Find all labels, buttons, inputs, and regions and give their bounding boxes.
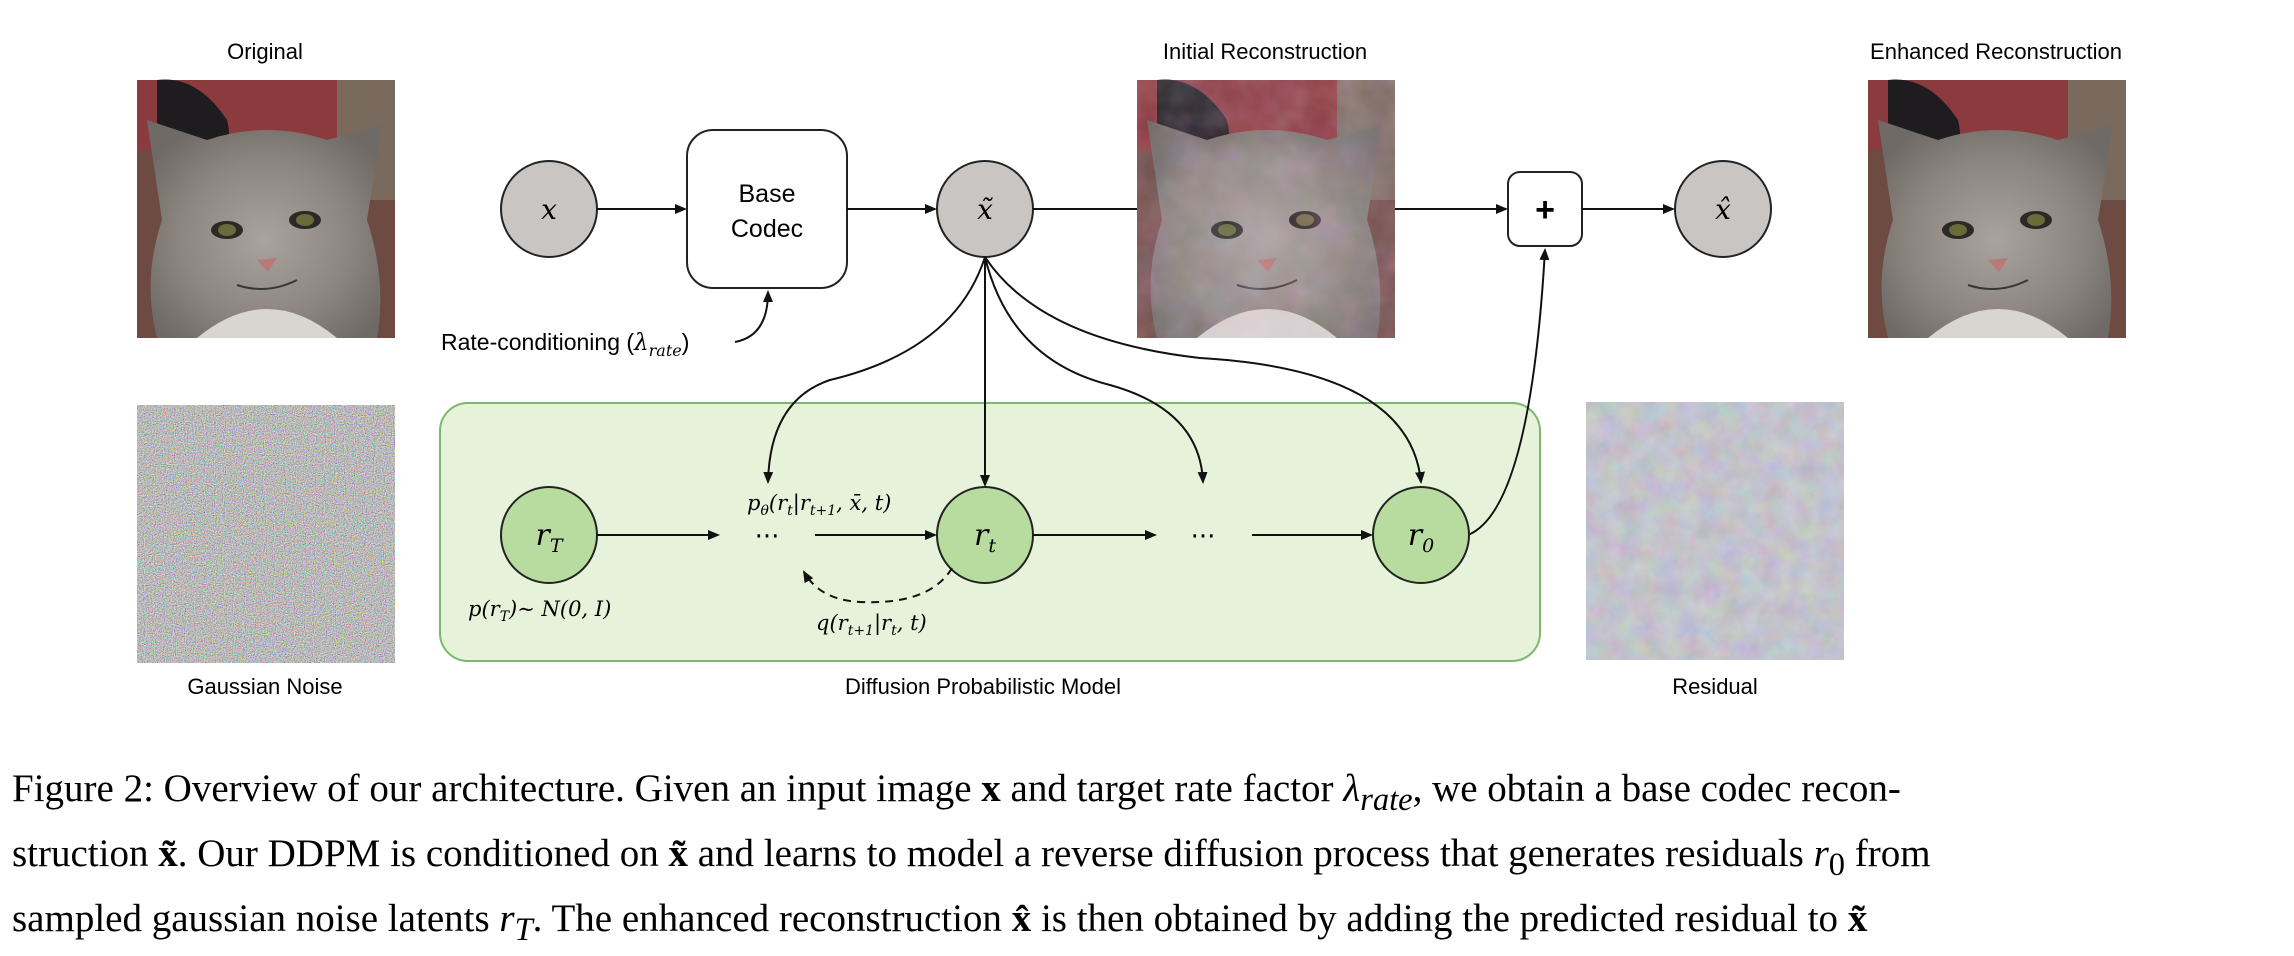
caption-line-3: sampled gaussian noise latents rT. The e… (12, 896, 1868, 948)
q-annotation: q(rt+1|rt, t) (816, 611, 927, 639)
arrow-x-tilde-to-r0 (984, 256, 1425, 484)
arrow-x-tilde-to-ellipsis1 (763, 256, 986, 484)
arrow-r0-to-plus (1467, 248, 1550, 536)
node-r-T-label: rT (535, 518, 563, 557)
node-r-t-label: rt (974, 518, 996, 557)
label-gaussian-noise: Gaussian Noise (187, 674, 342, 699)
figure-caption: Figure 2: Overview of our architecture. … (12, 762, 2282, 956)
architecture-diagram: Original Initial Reconstruction Enhanced… (136, 39, 2127, 699)
label-diffusion-model: Diffusion Probabilistic Model (845, 674, 1121, 699)
label-initial-reconstruction: Initial Reconstruction (1163, 39, 1367, 64)
p-theta-annotation: pθ(rt|rt+1, x̄, t) (747, 491, 891, 519)
ellipsis-1: ··· (755, 522, 780, 552)
prior-annotation: p(rT)∼ N(0, I) (468, 597, 611, 625)
initial-reconstruction-image (1136, 78, 1396, 339)
node-x-hat-label: x̂ (1715, 193, 1731, 226)
node-x-label: x (541, 193, 557, 226)
arrow-x-tilde-to-ellipsis2 (984, 256, 1208, 484)
arrow-rate-to-codec (734, 290, 773, 343)
base-codec-line1: Base (739, 180, 796, 208)
node-x-tilde-label: x̃ (977, 193, 993, 226)
plus-label: + (1535, 191, 1555, 229)
arrow-forward-diffusion-dashed (803, 567, 953, 604)
base-codec-line2: Codec (731, 215, 803, 243)
enhanced-reconstruction-image (1867, 78, 2127, 339)
residual-image (1586, 402, 1844, 660)
node-r-0-label: r0 (1408, 518, 1434, 557)
rate-conditioning-label: Rate-conditioning (λrate) (441, 329, 689, 360)
caption-line-1: Figure 2: Overview of our architecture. … (12, 767, 1901, 818)
gaussian-noise-image (137, 405, 395, 663)
caption-line-2: struction x̃. Our DDPM is conditioned on… (12, 831, 1931, 883)
node-r-0 (1372, 486, 1470, 584)
label-residual: Residual (1672, 674, 1758, 699)
label-enhanced-reconstruction: Enhanced Reconstruction (1870, 39, 2122, 64)
node-x-hat (1674, 160, 1772, 258)
base-codec-box (686, 129, 848, 289)
ellipsis-2: ··· (1191, 522, 1216, 552)
original-image (136, 78, 396, 339)
label-original: Original (227, 39, 303, 64)
